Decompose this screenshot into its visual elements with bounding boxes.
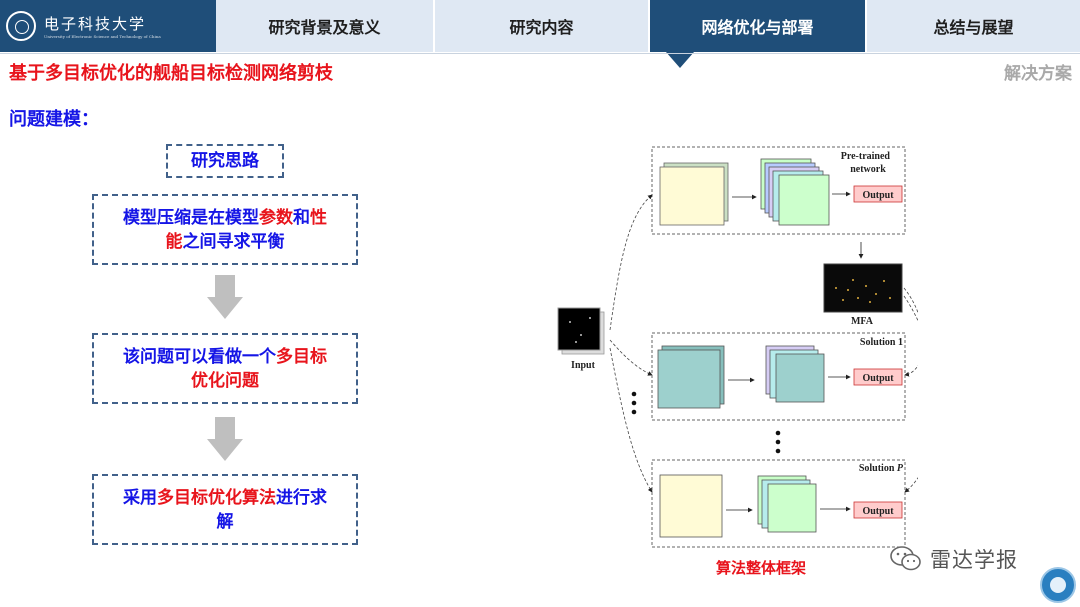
pretrained-network-box [651,146,906,235]
down-arrow-icon [207,275,243,321]
down-arrow-icon [207,417,243,463]
feature-map [657,349,721,409]
solution-p-label: Solution P [859,463,904,474]
solution-1-label: Solution 1 [860,337,903,348]
output-block [853,185,903,203]
university-seal-icon [6,11,36,41]
framework-diagram: Pre-trained network Output MFA Input Sol… [557,146,918,548]
university-logo: 电子科技大学 University of Electronic Science … [0,0,216,52]
feature-stack [775,353,825,403]
input-image [557,307,601,351]
solution-p-box [651,459,906,548]
research-idea-box: 研究思路 [166,144,284,178]
tab-summary[interactable]: 总结与展望 [933,18,1014,37]
wechat-watermark: 雷达学报 [890,544,1018,574]
output-block [853,501,903,519]
top-nav-bar: 电子科技大学 University of Electronic Science … [0,0,1080,52]
feature-stack [767,483,817,533]
header-divider [0,53,1080,54]
section-label: 解决方案 [1004,64,1072,84]
tab-research-content[interactable]: 研究内容 [509,18,574,37]
problem-heading: 问题建模： [9,109,99,130]
output-block [853,368,903,386]
watermark-text: 雷达学报 [930,548,1018,572]
journal-seal-icon [1040,567,1076,603]
active-tab-pointer [666,52,694,68]
flow-step-3: 采用多目标优化算法进行求解 [92,474,358,545]
tab-research-background[interactable]: 研究背景及意义 [268,18,381,37]
diagram-caption: 算法整体框架 [716,559,807,577]
input-label: Input [571,360,596,371]
feature-map [659,474,723,538]
svg-text:Output: Output [862,373,894,384]
wechat-icon [890,546,921,571]
network-label: network [850,164,886,175]
pretrained-label: Pre-trained [841,151,891,162]
flow-step-1: 模型压缩是在模型参数和性能之间寻求平衡 [92,194,358,265]
svg-text:Output: Output [862,506,894,517]
svg-text:Output: Output [862,190,894,201]
slide-title: 基于多目标优化的舰船目标检测网络剪枝 [9,63,333,84]
solution-1-box [651,332,906,421]
tab-network-optimization[interactable]: 网络优化与部署 [650,0,865,52]
feature-stack [778,174,830,226]
mfa-label: MFA [851,316,874,327]
logo-english-name: University of Electronic Science and Tec… [44,34,161,39]
logo-name: 电子科技大学 [44,15,147,33]
flow-step-2: 该问题可以看做一个多目标优化问题 [92,333,358,404]
feature-map [659,166,725,226]
